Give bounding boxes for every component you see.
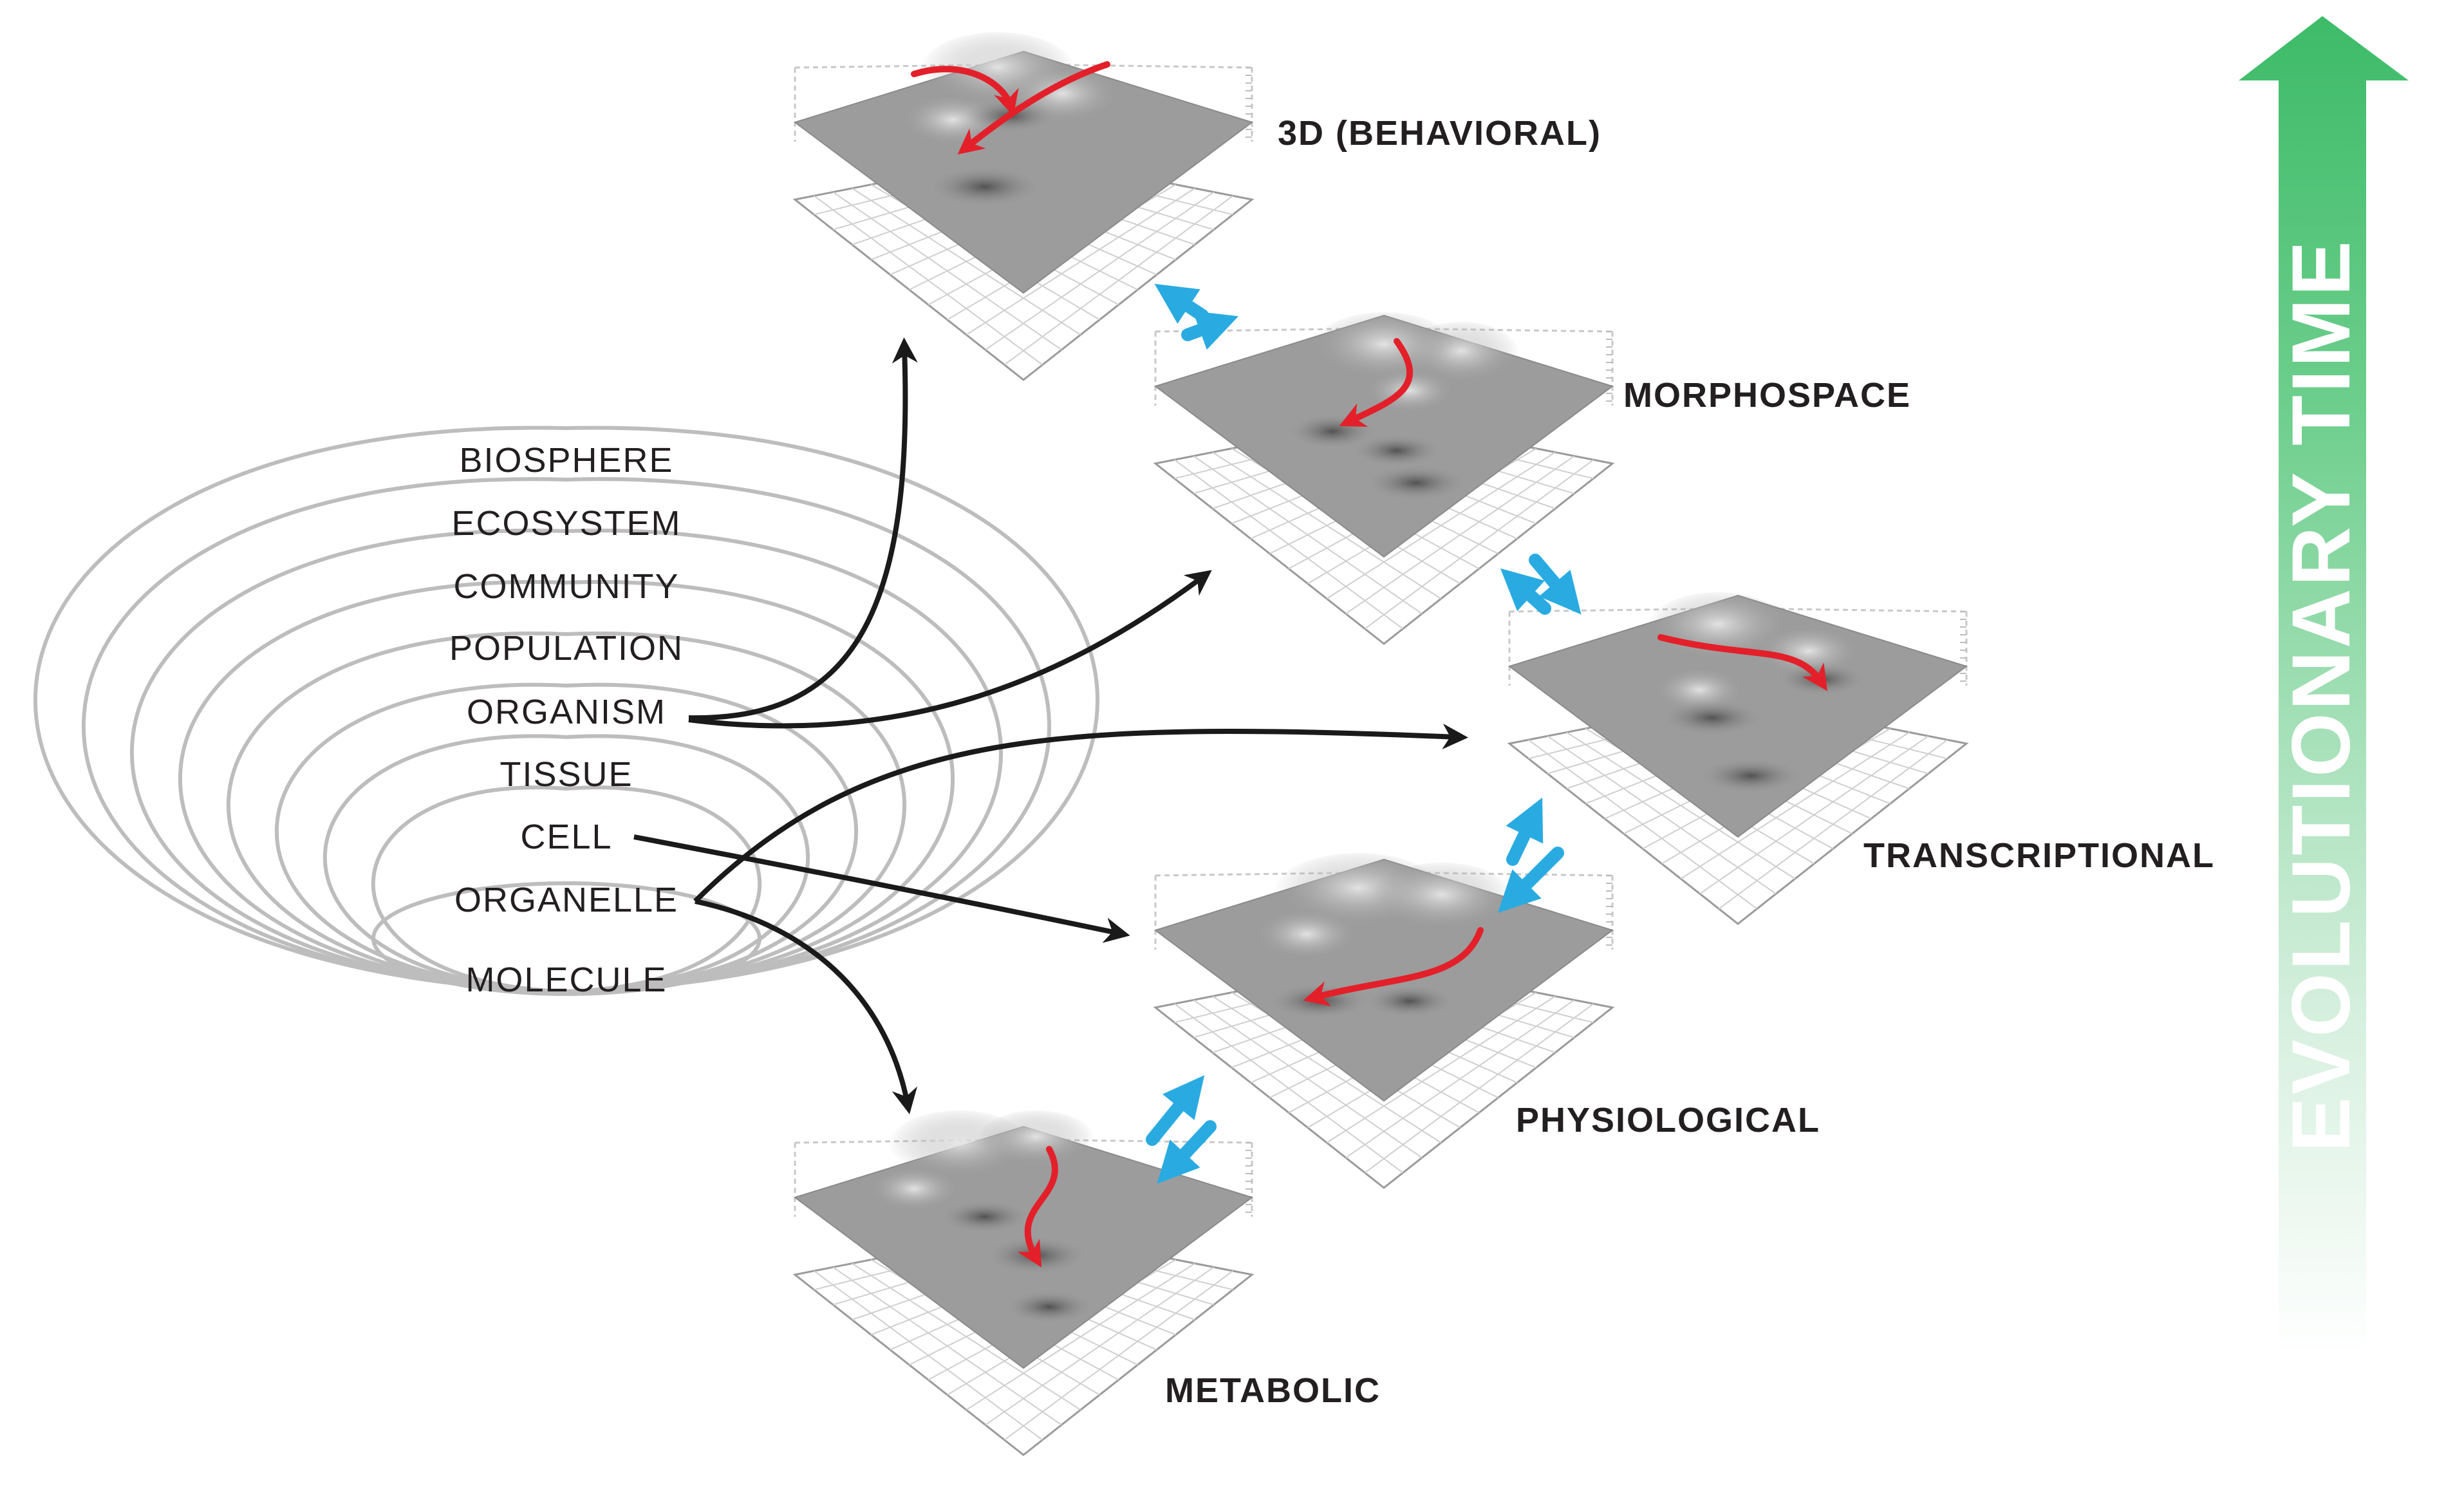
landscape-panel-behavioral [792, 32, 1255, 381]
landscape-surface [1153, 312, 1614, 558]
landscape-surface [1153, 853, 1614, 1102]
landscape-peak [1313, 312, 1455, 383]
connector-organism-to-morphospace [688, 570, 1212, 729]
red-curved-arrow-icon [1017, 1146, 1058, 1268]
red-curved-arrow-icon [1303, 927, 1484, 1007]
nest-ring-biosphere [33, 426, 1099, 994]
landscape-panel-physiological [1153, 853, 1615, 1189]
level-organism: ORGANISM [467, 693, 666, 731]
landscape-basin [1352, 434, 1442, 467]
nest-ring-organelle [371, 785, 761, 994]
landscape-panel-metabolic [792, 1111, 1255, 1456]
nest-ring-tissue [275, 682, 858, 994]
nest-ring-ecosystem [81, 477, 1052, 994]
landscape-peak [1371, 863, 1513, 933]
coupling-transcriptional-physiological [1497, 797, 1564, 914]
evolutionary-time-label: EVOLUTIONARY TIME [2275, 238, 2367, 1152]
landscape-surface [793, 32, 1254, 294]
coupling-physiological-metabolic [1146, 1075, 1217, 1184]
landscape-peak [1255, 911, 1358, 962]
nest-ring-molecule [371, 881, 761, 996]
nest-ring-population [178, 579, 955, 994]
level-population: POPULATION [449, 629, 684, 668]
landscape-panels [792, 32, 1969, 1456]
level-biosphere: BIOSPHERE [459, 441, 673, 480]
coupling-behavioral-morphospace [1154, 283, 1239, 350]
evolutionary-time-arrow: EVOLUTIONARY TIME [2239, 16, 2409, 1358]
level-tissue: TISSUE [499, 755, 633, 794]
landscape-basin [927, 166, 1043, 207]
nest-ring-organism [226, 631, 907, 994]
red-curved-arrow-icon [911, 66, 1019, 117]
coupling-arrows [1146, 283, 1582, 1184]
landscape-basin [1661, 700, 1764, 736]
landscape-panel-morphospace [1153, 312, 1615, 645]
landscape-surface [1507, 592, 1968, 838]
connector-cell-to-physiological [633, 834, 1130, 943]
landscape-titles: 3D (BEHAVIORAL) MORPHOSPACE TRANSCRIPTIO… [1165, 114, 2215, 1410]
landscape-basin [1365, 984, 1455, 1018]
landscape-basin [940, 1200, 1030, 1233]
red-curved-arrow-icon [1339, 338, 1414, 427]
organization-nest [33, 426, 1099, 996]
level-labels: BIOSPHERE ECOSYSTEM COMMUNITY POPULATION… [449, 441, 684, 999]
level-organelle: ORGANELLE [454, 881, 678, 919]
level-ecosystem: ECOSYSTEM [451, 504, 681, 543]
red-curved-arrow-icon [957, 61, 1110, 155]
landscape-panel-transcriptional [1507, 592, 1969, 925]
landscape-basin [1699, 758, 1802, 794]
landscape-basin [1004, 1290, 1094, 1324]
level-cell: CELL [520, 818, 612, 856]
landscape-peak [978, 1111, 1094, 1168]
title-physiological: PHYSIOLOGICAL [1516, 1101, 1820, 1139]
connector-organelle-to-transcriptional [693, 724, 1468, 903]
nest-ring-cell [323, 734, 810, 994]
connector-organelle-to-metabolic [695, 899, 918, 1114]
landscape-peak [869, 1168, 959, 1214]
green-up-arrow-icon [2239, 16, 2409, 1358]
level-connectors [633, 337, 1468, 1114]
title-metabolic: METABOLIC [1165, 1371, 1381, 1410]
connector-organism-to-behavioral [688, 337, 918, 721]
red-curved-arrow-icon [1657, 634, 1827, 691]
coupling-morphospace-transcriptional [1500, 554, 1582, 615]
nest-ring-community [129, 529, 1003, 994]
title-transcriptional: TRANSCRIPTIONAL [1863, 836, 2215, 875]
title-morphospace: MORPHOSPACE [1623, 376, 1911, 415]
title-behavioral: 3D (BEHAVIORAL) [1278, 114, 1601, 153]
landscape-basin [1365, 465, 1468, 501]
level-community: COMMUNITY [454, 567, 680, 606]
level-molecule: MOLECULE [465, 961, 667, 999]
